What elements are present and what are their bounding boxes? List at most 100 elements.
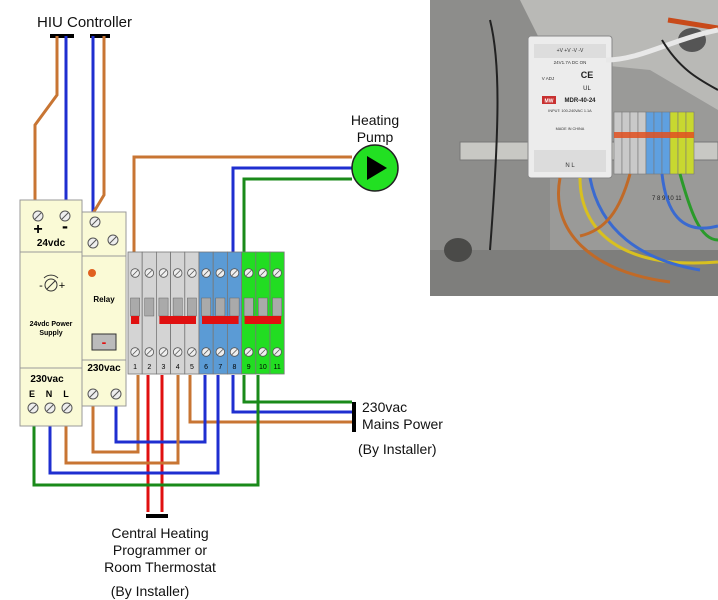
terminal-screw-top-9 xyxy=(243,268,254,278)
terminal-screw-top-8 xyxy=(229,268,240,278)
hiu-controller-label: HIU Controller xyxy=(37,14,133,31)
programmer-by-installer: (By Installer) xyxy=(110,583,190,599)
terminal-number: 6 xyxy=(204,364,208,371)
power-supply: + - 24vdc - + 24vdc Power Supply 230vac … xyxy=(19,199,83,427)
wire-pump-green xyxy=(242,177,352,252)
photo-psu-brand: MW xyxy=(545,99,554,105)
psu-screw-e xyxy=(27,402,39,414)
terminal-screw-top-4 xyxy=(172,268,183,278)
wire-mains-blue xyxy=(231,375,352,414)
terminal-screw-bottom-3 xyxy=(158,347,169,357)
terminal-number: 3 xyxy=(162,364,166,371)
heating-pump-label-line1: Heating xyxy=(350,112,400,128)
mains-label-line1: 230vac xyxy=(362,399,408,415)
wires xyxy=(32,36,352,512)
terminal-screw-bottom-8 xyxy=(229,347,240,357)
mains-label-line2: Mains Power xyxy=(362,416,443,432)
terminal-screw-bottom-7 xyxy=(215,347,226,357)
terminal-screw-top-1 xyxy=(130,268,140,278)
psu-terminal-n-label: N xyxy=(46,389,53,399)
bridge-link-6-8 xyxy=(202,316,239,324)
relay-screw-coil-3 xyxy=(107,234,119,246)
relay-ac-label: 230vac xyxy=(87,363,121,374)
relay-screw-out-1 xyxy=(87,388,99,400)
terminal-screw-bottom-9 xyxy=(243,347,254,357)
programmer-label-line3: Room Thermostat xyxy=(104,559,216,575)
relay-switch-mark: - xyxy=(102,334,107,350)
photo-psu-input: INPUT: 100-240VAC 1.1A xyxy=(548,109,592,113)
wire-relay-blue-out xyxy=(114,375,207,444)
psu-plus-sign: + xyxy=(33,221,42,238)
terminal-block-6: 6 xyxy=(198,251,214,375)
terminal-screw-bottom-1 xyxy=(130,347,140,357)
photo-psu-brand-logo xyxy=(542,96,556,104)
psu-ac-label: 230vac xyxy=(30,374,64,385)
terminal-screw-bottom-10 xyxy=(258,347,268,357)
psu-adjust-plus: + xyxy=(59,280,65,292)
terminal-block-1: 1 xyxy=(127,251,143,375)
terminal-block-4: 4 xyxy=(170,251,186,375)
terminal-number: 2 xyxy=(147,364,151,371)
wire-hiu-brown-plus xyxy=(33,36,59,202)
hiu-connector-left xyxy=(50,34,74,38)
wire-hiu-brown-relay xyxy=(90,36,106,216)
psu-dc-label: 24vdc xyxy=(37,238,66,249)
installation-photo: +V +V -V -V 24V1.7A DC ON V ADJ CE UL MW… xyxy=(430,0,718,296)
photo-psu-ce: CE xyxy=(581,70,594,80)
potentiometer-icon xyxy=(43,274,59,292)
photo-psu xyxy=(527,35,613,179)
terminal-number: 7 xyxy=(218,364,222,371)
psu-terminal-l-label: L xyxy=(63,389,69,399)
terminal-screw-bottom-5 xyxy=(187,347,197,357)
terminal-number: 10 xyxy=(259,364,267,371)
bridge-link-3-5 xyxy=(159,316,196,324)
installation-photo-drawing: +V +V -V -V 24V1.7A DC ON V ADJ CE UL MW… xyxy=(430,0,718,296)
wire-psu-l-brown xyxy=(64,375,180,465)
heating-pump-label-line2: Pump xyxy=(356,129,394,145)
terminal-number: 11 xyxy=(273,364,280,371)
terminal-screw-top-2 xyxy=(144,268,155,278)
terminal-block-2: 2 xyxy=(141,251,157,375)
photo-psu-bottom: N L xyxy=(565,163,575,169)
psu-name-line2: Supply xyxy=(39,330,62,337)
relay-screw-coil-2 xyxy=(87,237,99,249)
terminal-screw-top-6 xyxy=(201,268,211,278)
wire-pump-blue xyxy=(231,166,352,252)
photo-wires xyxy=(489,19,718,284)
wire-psu-n-blue xyxy=(48,375,220,475)
photo-psu-top-sub: 24V1.7A DC ON xyxy=(554,60,587,65)
programmer-label-line1: Central Heating xyxy=(111,525,209,541)
terminal-screw-bottom-2 xyxy=(144,347,155,357)
terminal-block-7: 7 xyxy=(212,251,228,375)
photo-psu-model: MDR-40-24 xyxy=(564,98,596,104)
psu-terminal-e-label: E xyxy=(29,389,35,399)
wire-mains-green xyxy=(242,375,352,404)
photo-terminal-strip xyxy=(613,111,695,175)
programmer-connector-bar xyxy=(146,514,168,518)
mains-connector-bar xyxy=(352,402,356,432)
terminal-screw-top-5 xyxy=(187,268,197,278)
wire-pump-brown xyxy=(132,155,352,252)
terminal-number: 4 xyxy=(176,364,180,371)
relay-screw-out-2 xyxy=(110,388,122,400)
terminal-block-8: 8 xyxy=(226,251,242,375)
psu-name-line1: 24vdc Power xyxy=(30,321,73,328)
heating-pump-label: Heating Pump xyxy=(345,112,405,146)
play-triangle-icon xyxy=(367,156,387,180)
heating-pump xyxy=(351,144,399,192)
terminal-screw-bottom-6 xyxy=(201,347,211,357)
terminal-number: 8 xyxy=(233,364,237,371)
psu-screw-l xyxy=(61,402,73,414)
relay-indicator-led xyxy=(88,269,96,277)
psu-screw-n xyxy=(44,402,56,414)
terminal-number: 1 xyxy=(133,364,137,371)
terminal-block-3: 3 xyxy=(155,251,171,375)
wire-mains-brown xyxy=(188,375,352,424)
mains-label: 230vac Mains Power xyxy=(362,399,443,433)
terminal-screw-top-11 xyxy=(272,268,282,278)
psu-adjust-minus: - xyxy=(39,280,43,292)
photo-psu-warn: MADE IN CHINA xyxy=(556,127,585,131)
relay: Relay - 230vac xyxy=(81,211,127,407)
